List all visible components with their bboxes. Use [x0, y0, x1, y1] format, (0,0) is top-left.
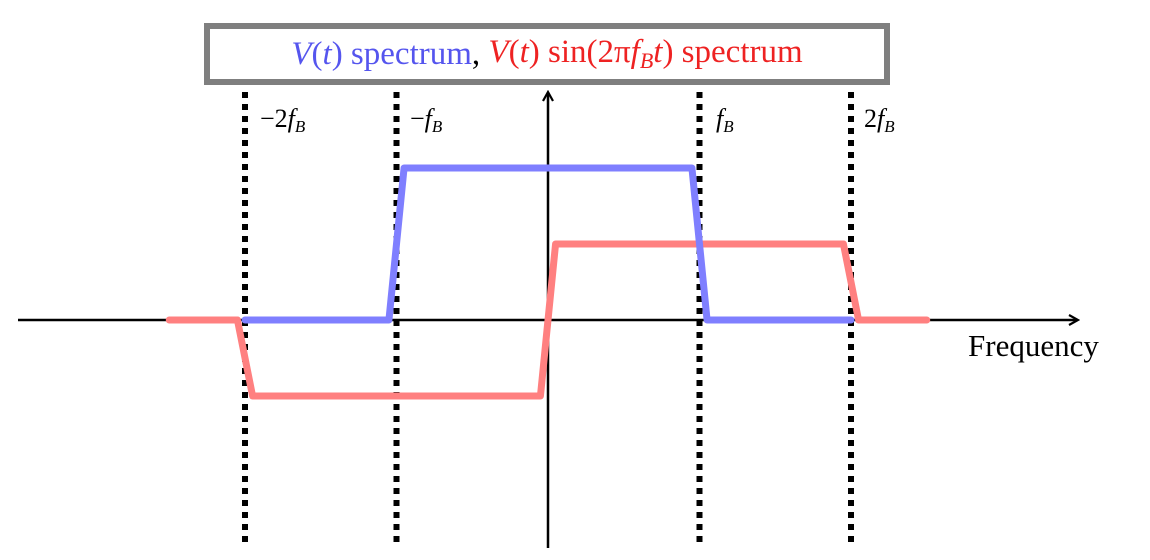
marker-label-fb: fB	[716, 104, 734, 136]
series-v-sin-spectrum	[165, 240, 931, 400]
title-blue-part: V(t) spectrum	[291, 35, 472, 72]
marker-label-neg-fb: −fB	[410, 104, 443, 136]
marker-label-neg-2fb: −2fB	[260, 104, 306, 136]
title-red-part: V(t) sin(2πfBt) spectrum	[488, 34, 803, 73]
marker-label-2fb: 2fB	[864, 104, 895, 136]
series-v-spectrum	[241, 164, 855, 324]
series-layer	[165, 164, 931, 400]
title-separator: ,	[471, 35, 481, 72]
legend-title: V(t) spectrum, V(t) sin(2πfBt) spectrum	[204, 23, 890, 85]
x-axis-label: Frequency	[968, 328, 1099, 363]
